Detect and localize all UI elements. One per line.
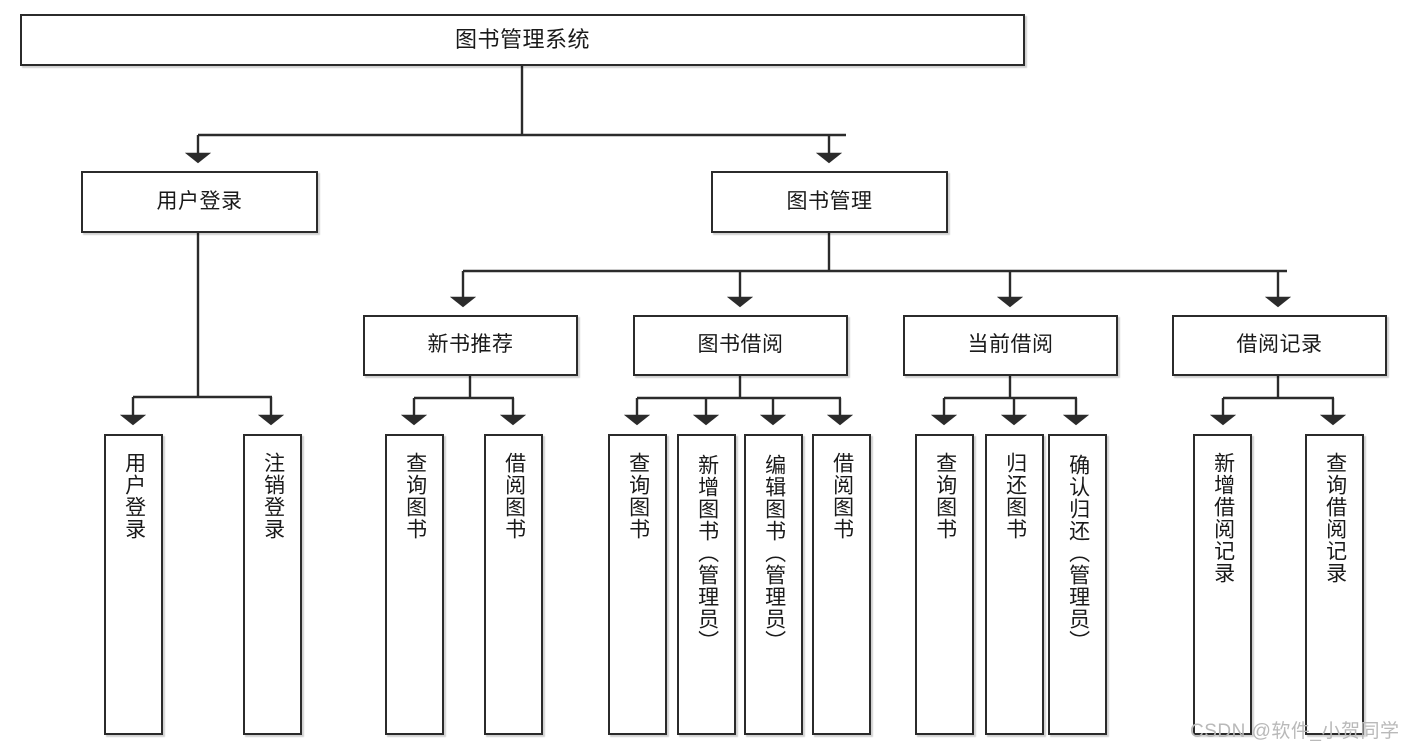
node-label: 查询借阅记录 bbox=[1323, 452, 1347, 584]
node-label: 编辑图书（管理员） bbox=[762, 454, 786, 652]
node-root-system[interactable]: 图书管理系统 bbox=[20, 14, 1025, 66]
node-leaf-current-borrow-return[interactable]: 归还图书 bbox=[985, 434, 1044, 735]
node-user-login[interactable]: 用户登录 bbox=[81, 171, 318, 233]
node-label: 归还图书 bbox=[1003, 452, 1027, 540]
node-label: 图书管理系统 bbox=[454, 27, 590, 53]
node-current-borrow[interactable]: 当前借阅 bbox=[903, 315, 1118, 376]
node-label: 确认归还（管理员） bbox=[1066, 454, 1090, 652]
watermark: CSDN @软件_小贺同学 bbox=[1190, 721, 1400, 742]
node-label: 查询图书 bbox=[403, 452, 427, 540]
node-new-book-recommend[interactable]: 新书推荐 bbox=[363, 315, 578, 376]
node-leaf-borrow-record-query[interactable]: 查询借阅记录 bbox=[1305, 434, 1364, 735]
node-label: 当前借阅 bbox=[967, 333, 1054, 357]
node-leaf-book-borrow-borrow[interactable]: 借阅图书 bbox=[812, 434, 871, 735]
node-leaf-user-login-login[interactable]: 用户登录 bbox=[104, 434, 163, 735]
node-leaf-book-borrow-add[interactable]: 新增图书（管理员） bbox=[677, 434, 736, 735]
node-book-borrow[interactable]: 图书借阅 bbox=[633, 315, 848, 376]
node-label: 用户登录 bbox=[156, 189, 243, 213]
node-borrow-record[interactable]: 借阅记录 bbox=[1172, 315, 1387, 376]
node-label: 查询图书 bbox=[933, 452, 957, 540]
node-label: 借阅图书 bbox=[830, 452, 854, 540]
node-leaf-book-borrow-query[interactable]: 查询图书 bbox=[608, 434, 667, 735]
node-label: 借阅图书 bbox=[502, 452, 526, 540]
node-label: 注销登录 bbox=[261, 452, 285, 540]
node-label: 新增图书（管理员） bbox=[695, 454, 719, 652]
node-leaf-new-book-borrow[interactable]: 借阅图书 bbox=[484, 434, 543, 735]
node-label: 新增借阅记录 bbox=[1211, 452, 1235, 584]
node-label: 查询图书 bbox=[626, 452, 650, 540]
node-leaf-new-book-query[interactable]: 查询图书 bbox=[385, 434, 444, 735]
node-leaf-current-borrow-confirm[interactable]: 确认归还（管理员） bbox=[1048, 434, 1107, 735]
node-label: 新书推荐 bbox=[427, 333, 514, 357]
node-label: 借阅记录 bbox=[1236, 333, 1323, 357]
node-label: 用户登录 bbox=[122, 452, 146, 540]
node-leaf-book-borrow-edit[interactable]: 编辑图书（管理员） bbox=[744, 434, 803, 735]
node-leaf-user-login-logout[interactable]: 注销登录 bbox=[243, 434, 302, 735]
node-leaf-current-borrow-query[interactable]: 查询图书 bbox=[915, 434, 974, 735]
node-label: 图书管理 bbox=[786, 189, 873, 213]
node-book-management[interactable]: 图书管理 bbox=[711, 171, 948, 233]
node-leaf-borrow-record-add[interactable]: 新增借阅记录 bbox=[1193, 434, 1252, 735]
node-label: 图书借阅 bbox=[697, 333, 784, 357]
